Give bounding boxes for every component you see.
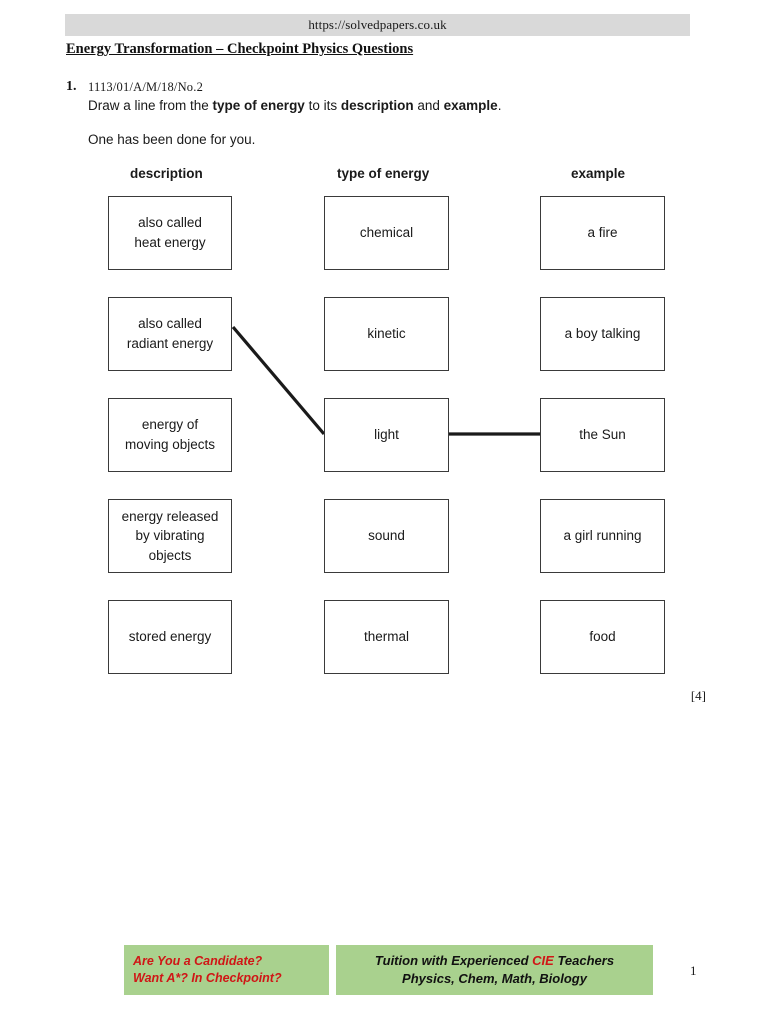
footer-right-text-a: Tuition with Experienced (374, 953, 533, 969)
example-box-1[interactable]: a fire (540, 196, 665, 270)
column-header-example: example (571, 166, 626, 181)
footer-promo-right: Tuition with Experienced CIE Teachers Ph… (336, 945, 653, 995)
question-number: 1. (66, 79, 77, 94)
footer-right-cie-label: CIE (532, 953, 554, 969)
marks-allocation: [4] (690, 688, 706, 703)
instruction-part-2: to its (304, 98, 341, 113)
footer-left-line-1: Are You a Candidate? (133, 953, 263, 968)
site-url-band: https://solvedpapers.co.uk (65, 14, 690, 36)
question-note: One has been done for you. (88, 132, 256, 147)
footer-right-line-1: Tuition with Experienced CIE Teachers (375, 952, 614, 970)
instruction-part-1: Draw a line from the (88, 98, 213, 113)
example-box-2[interactable]: a boy talking (540, 297, 665, 371)
instruction-part-4: . (497, 98, 502, 113)
example-box-5[interactable]: food (540, 600, 665, 674)
type-box-1[interactable]: chemical (324, 196, 449, 270)
description-box-5[interactable]: stored energy (108, 600, 232, 674)
instruction-bold-description: description (340, 98, 414, 113)
footer-left-line-2: Want A*? In Checkpoint? (133, 971, 282, 985)
instruction-bold-type-of-energy: type of energy (212, 98, 305, 113)
type-box-3[interactable]: light (324, 398, 449, 472)
column-header-description: description (130, 166, 203, 181)
footer-right-text-b: Teachers (553, 953, 615, 969)
question-instruction: Draw a line from the type of energy to i… (88, 98, 501, 113)
footer-promo-left: Are You a Candidate? Want A*? In Checkpo… (124, 945, 329, 995)
column-header-type-of-energy: type of energy (337, 166, 430, 181)
footer-right-line-2: Physics, Chem, Math, Biology (402, 971, 587, 986)
site-url-text: https://solvedpapers.co.uk (308, 17, 447, 32)
document-title: Energy Transformation – Checkpoint Physi… (66, 41, 414, 57)
page-number: 1 (690, 963, 697, 978)
type-box-4[interactable]: sound (324, 499, 449, 573)
type-box-2[interactable]: kinetic (324, 297, 449, 371)
example-box-4[interactable]: a girl running (540, 499, 665, 573)
example-box-3[interactable]: the Sun (540, 398, 665, 472)
question-reference-code: 1113/01/A/M/18/No.2 (88, 80, 204, 94)
instruction-part-3: and (413, 98, 444, 113)
type-box-5[interactable]: thermal (324, 600, 449, 674)
connection-line-radiant-to-light (231, 325, 326, 436)
instruction-bold-example: example (443, 98, 498, 113)
